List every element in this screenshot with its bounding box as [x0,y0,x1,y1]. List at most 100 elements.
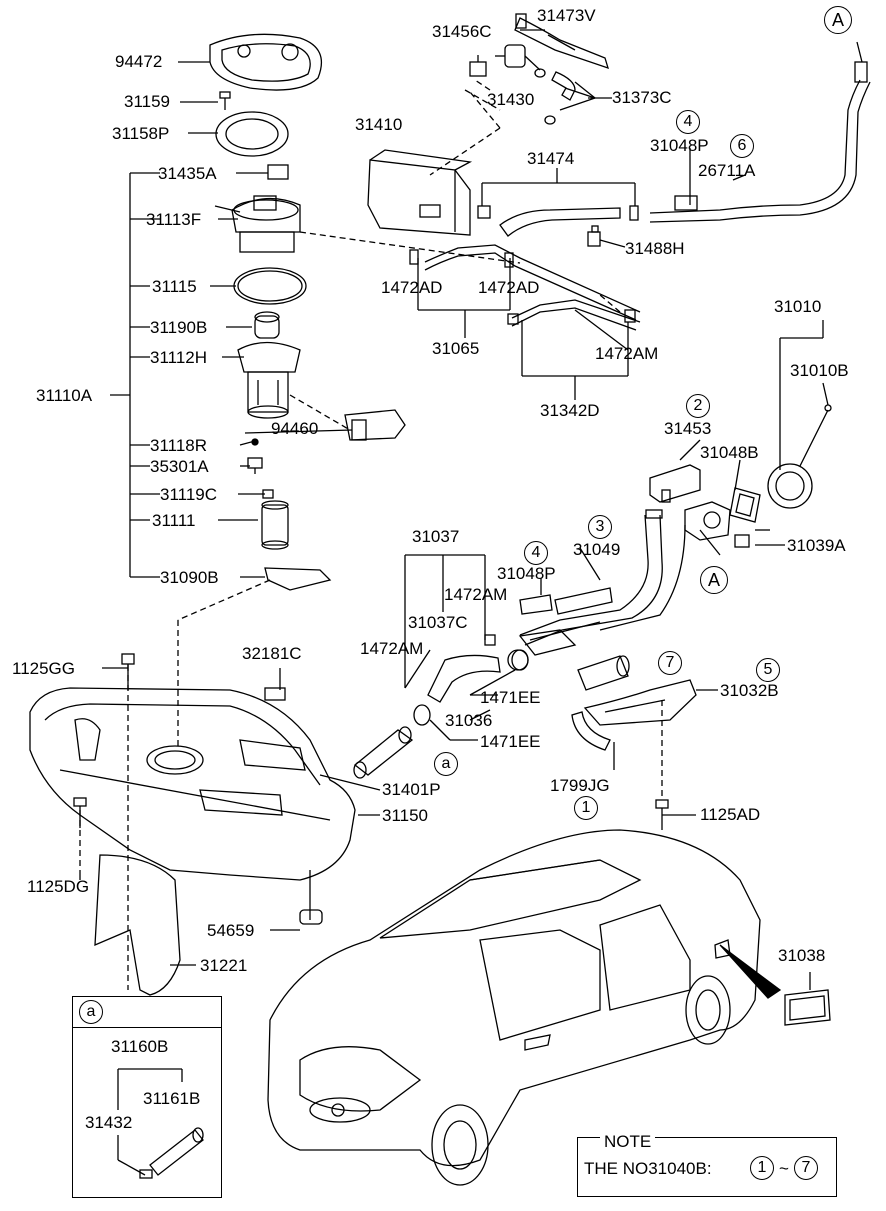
leader-lines-left [110,61,353,578]
dashed-guides [79,79,663,990]
marker-2: 2 [686,394,710,418]
bolts [73,653,669,830]
label-31119C: 31119C [160,485,218,504]
label-1471EE-a: 1471EE [480,688,541,707]
label-31435A: 31435A [158,164,217,183]
label-94460: 94460 [271,419,319,438]
label-31111: 31111 [152,511,196,530]
regulator-31190B [254,311,280,339]
label-1799JG: 1799JG [550,776,610,795]
label-1472AD-a: 1472AD [381,278,443,297]
note-marker-7: 7 [794,1156,818,1180]
label-31048B: 31048B [700,443,759,462]
label-31032B: 31032B [720,681,779,700]
valve-31456C [469,55,487,77]
note-marker-1: 1 [750,1156,774,1180]
hose-31474 [477,205,639,237]
hose-31048P-6 [674,195,698,211]
protector-31032B [583,679,697,726]
label-31488H: 31488H [625,239,685,258]
connector-31119C [262,489,274,499]
note-text: THE NO31040B: [584,1159,712,1178]
label-31401P: 31401P [382,780,441,799]
filter-94460 [344,409,406,441]
label-1125AD: 1125AD [700,805,761,824]
label-31037: 31037 [412,527,460,546]
heat-shield-31221 [94,854,181,996]
motor-31111 [261,500,289,550]
marker-7: 7 [658,651,682,675]
hoses-31373C [534,68,576,125]
label-31473V: 31473V [537,6,596,25]
label-26711A: 26711A [698,161,756,180]
note-tilde: ~ [779,1159,789,1178]
inset-header: a [73,997,221,1028]
label-31190B: 31190B [150,318,208,337]
marker-6: 6 [730,134,754,158]
label-31432: 31432 [85,1113,133,1132]
label-31048P-mid: 31048P [497,564,556,583]
marker-4-top: 4 [676,110,700,134]
label-31410: 31410 [355,115,403,134]
marker-5: 5 [756,658,780,682]
note-title: NOTE [600,1133,656,1150]
label-31039A: 31039A [787,536,846,555]
marker-4-mid: 4 [524,541,548,565]
label-31090B: 31090B [160,568,219,587]
label-31038: 31038 [778,946,826,965]
pump-body-31112H [237,341,301,419]
fuel-cap-31010 [767,404,832,509]
label-1472AM-a: 1472AM [444,585,508,604]
label-31456C: 31456C [432,22,492,41]
label-31158P: 31158P [112,124,170,143]
leader-lines-right [79,29,829,990]
label-31373C: 31373C [612,88,672,107]
label-31112H: 31112H [150,348,208,367]
label-31342D: 31342D [540,401,600,420]
label-31160B: 31160B [111,1037,169,1056]
label-31048P-top: 31048P [650,136,709,155]
pipe-31401P [353,726,414,779]
gasket-94472 [209,33,323,91]
hose-31473V [514,13,609,70]
plate-31158P [215,111,289,157]
pump-flange-31113F [214,164,301,253]
marker-A-mid: A [700,566,728,594]
vapor-pipe-26711A [649,41,871,223]
label-31010B: 31010B [790,361,849,380]
hose-7 [577,655,630,691]
band-1799JG [571,711,611,751]
label-31065: 31065 [432,339,480,358]
fuel-door-31038 [719,944,831,1026]
label-32181C: 32181C [242,644,302,663]
filler-31453 [649,464,701,503]
oring-31115 [233,267,307,305]
label-1471EE-b: 1471EE [480,732,541,751]
label-31161B: 31161B [143,1089,201,1108]
valve-31430 [495,44,541,71]
filler-neck [684,501,731,541]
label-31221: 31221 [200,956,248,975]
label-31037C: 31037C [408,613,468,632]
label-31113F: 31113F [146,210,202,229]
gasket-31048B [729,487,761,523]
canister-31410 [367,149,473,236]
car [267,829,761,1186]
label-31150: 31150 [382,806,429,825]
label-31118R: 31118R [150,436,208,455]
small-parts-31118R-35301A [247,438,263,474]
label-35301A: 35301A [150,457,209,476]
label-94472: 94472 [115,52,163,71]
label-1125GG: 1125GG [12,659,76,678]
label-31430: 31430 [487,90,535,109]
screw-31159 [219,91,231,110]
label-54659: 54659 [207,921,255,940]
strainer-31090B [264,567,332,591]
label-1125DG: 1125DG [27,877,90,896]
label-31159: 31159 [124,92,171,111]
label-1472AM-b: 1472AM [360,639,424,658]
clamp-1471EE [413,649,529,726]
filler-pipe-31049 [519,509,686,646]
